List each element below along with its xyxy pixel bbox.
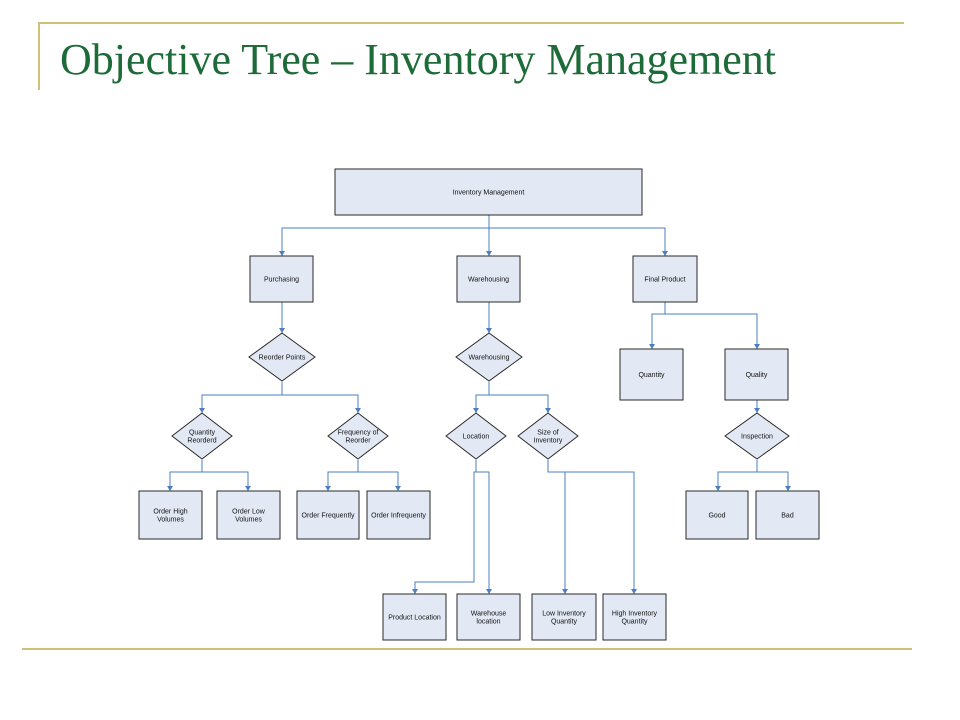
tree-connector (281, 382, 359, 413)
connector-arrowhead (245, 486, 251, 491)
inspection-decision: Inspection (724, 412, 790, 460)
connector-arrowhead (486, 251, 492, 256)
warehousing-decision: Warehousing (455, 332, 523, 382)
root-node-label: Inventory Management (453, 190, 525, 197)
tree-connector (664, 302, 758, 349)
connector-arrowhead (279, 328, 285, 333)
connector-arrowhead (631, 589, 637, 594)
location-decision-label: Location (463, 434, 490, 441)
bottom-accent-rule (22, 648, 912, 650)
order-frequently-node: Order Frequently (296, 490, 360, 540)
tree-connector (475, 460, 490, 594)
quantity-node: Quantity (619, 348, 684, 401)
connector-arrowhead (473, 408, 479, 413)
warehousing-decision-label: Warehousing (469, 355, 510, 362)
connector-arrowhead (412, 589, 418, 594)
tree-connector (547, 460, 635, 594)
connector-arrowhead (355, 408, 361, 413)
connector-arrowhead (649, 344, 655, 349)
order-infrequently-node-label: Order Infrequenty (371, 513, 426, 520)
connector-arrowhead (562, 589, 568, 594)
tree-connector (357, 460, 399, 491)
bad-node: Bad (755, 490, 820, 540)
product-location-node-label: Product Location (388, 615, 441, 622)
warehousing-node: Warehousing (456, 255, 521, 303)
tree-connector (717, 460, 758, 491)
connector-arrowhead (325, 486, 331, 491)
warehousing-node-label: Warehousing (468, 277, 509, 284)
purchasing-node: Purchasing (249, 255, 314, 303)
quantity-node-label: Quantity (638, 372, 665, 379)
order-frequently-node-label: Order Frequently (302, 513, 355, 520)
product-location-node: Product Location (382, 593, 447, 641)
tree-connector (651, 302, 666, 349)
good-node: Good (685, 490, 749, 540)
connector-arrowhead (486, 589, 492, 594)
reorder-points-decision-label: Reorder Points (259, 355, 306, 362)
connector-arrowhead (279, 251, 285, 256)
connector-arrowhead (486, 328, 492, 333)
tree-connector (547, 460, 566, 594)
good-node-label: Good (708, 513, 725, 520)
quality-node: Quality (724, 348, 789, 401)
tree-connector (327, 460, 359, 491)
connector-arrowhead (395, 486, 401, 491)
order-infrequently-node: Order Infrequenty (366, 490, 431, 540)
final-product-node-label: Final Product (644, 277, 685, 284)
location-decision: Location (445, 412, 507, 460)
tree-connector (281, 215, 490, 256)
tree-connector (488, 382, 549, 413)
connector-arrowhead (715, 486, 721, 491)
connector-arrowhead (199, 408, 205, 413)
root-node: Inventory Management (334, 168, 643, 216)
reorder-points-decision: Reorder Points (248, 332, 316, 382)
tree-connector (488, 215, 666, 256)
bad-node-label: Bad (781, 513, 794, 520)
final-product-node: Final Product (632, 255, 698, 303)
tree-connector (201, 460, 249, 491)
connector-arrowhead (545, 408, 551, 413)
purchasing-node-label: Purchasing (264, 277, 299, 284)
tree-connectors (167, 215, 791, 594)
connector-arrowhead (754, 344, 760, 349)
tree-connector (201, 382, 283, 413)
connector-arrowhead (662, 251, 668, 256)
top-accent-rule (38, 22, 904, 24)
connector-arrowhead (754, 408, 760, 413)
connector-arrowhead (167, 486, 173, 491)
tree-connector (169, 460, 203, 491)
tree-connector (756, 460, 789, 491)
left-accent-rule (38, 22, 40, 90)
slide-title: Objective Tree – Inventory Management (60, 35, 777, 84)
connector-arrowhead (785, 486, 791, 491)
inspection-decision-label: Inspection (741, 434, 773, 441)
quality-node-label: Quality (746, 372, 768, 379)
